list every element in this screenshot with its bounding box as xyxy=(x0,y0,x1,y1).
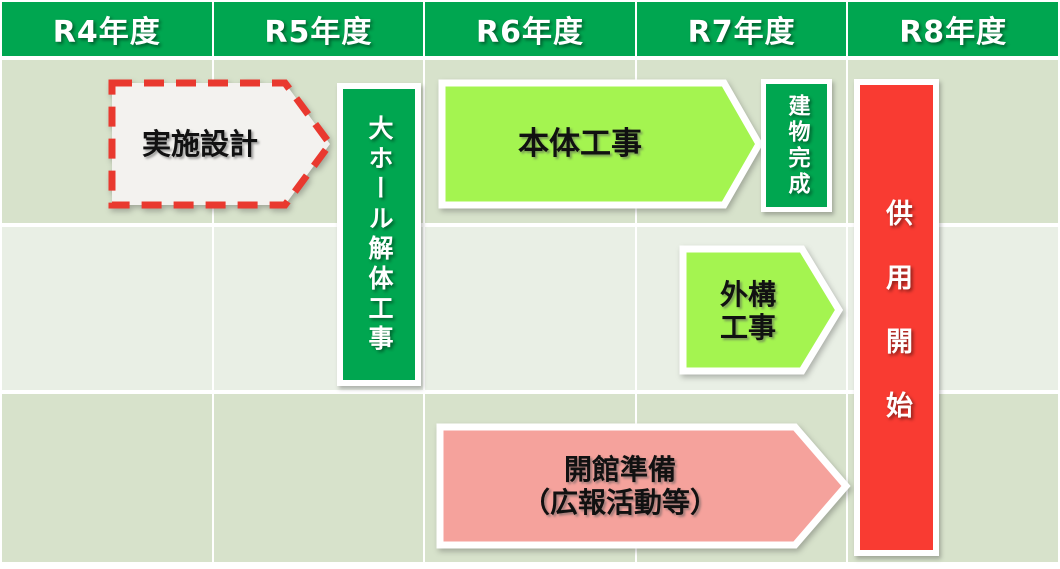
grid-cell xyxy=(213,394,424,562)
building-completion-box: 建物完成 xyxy=(761,79,832,212)
year-header-r8: R8年度 xyxy=(848,2,1058,56)
service-start-label: 供用開始 xyxy=(881,198,912,455)
design-dashed-arrow-shape xyxy=(108,79,335,209)
opening-preparation-label: 開館準備 （広報活動等） xyxy=(445,428,795,544)
year-header-r6: R6年度 xyxy=(425,2,635,56)
year-header-r7: R7年度 xyxy=(636,2,847,56)
hall-demolition-label: 大ホール解体工事 xyxy=(365,114,394,355)
exterior-works-label: 外構 工事 xyxy=(683,252,813,370)
design-label: 実施設計 xyxy=(141,126,258,161)
opening-preparation-label-line2: （広報活動等） xyxy=(521,486,718,519)
grid-cell xyxy=(425,227,635,390)
year-header-r5: R5年度 xyxy=(213,2,424,56)
main-construction-label: 本体工事 xyxy=(518,125,642,162)
building-completion-label: 建物完成 xyxy=(784,93,810,198)
year-header-row: R4年度 R5年度 R6年度 R7年度 R8年度 xyxy=(2,2,1058,56)
year-header-r4: R4年度 xyxy=(2,2,212,56)
service-start-bar: 供用開始 xyxy=(854,79,939,556)
opening-preparation-arrow-shape xyxy=(436,423,851,549)
main-construction-arrow-shape xyxy=(438,79,764,209)
grid-cell xyxy=(2,394,212,562)
grid-cell xyxy=(2,227,212,390)
hall-demolition-bar: 大ホール解体工事 xyxy=(337,83,421,386)
exterior-works-arrow-shape xyxy=(679,245,844,375)
exterior-works-label-line1: 外構 xyxy=(719,277,776,311)
exterior-works-label-line2: 工事 xyxy=(719,311,776,344)
opening-preparation-label-line1: 開館準備 xyxy=(563,452,676,486)
